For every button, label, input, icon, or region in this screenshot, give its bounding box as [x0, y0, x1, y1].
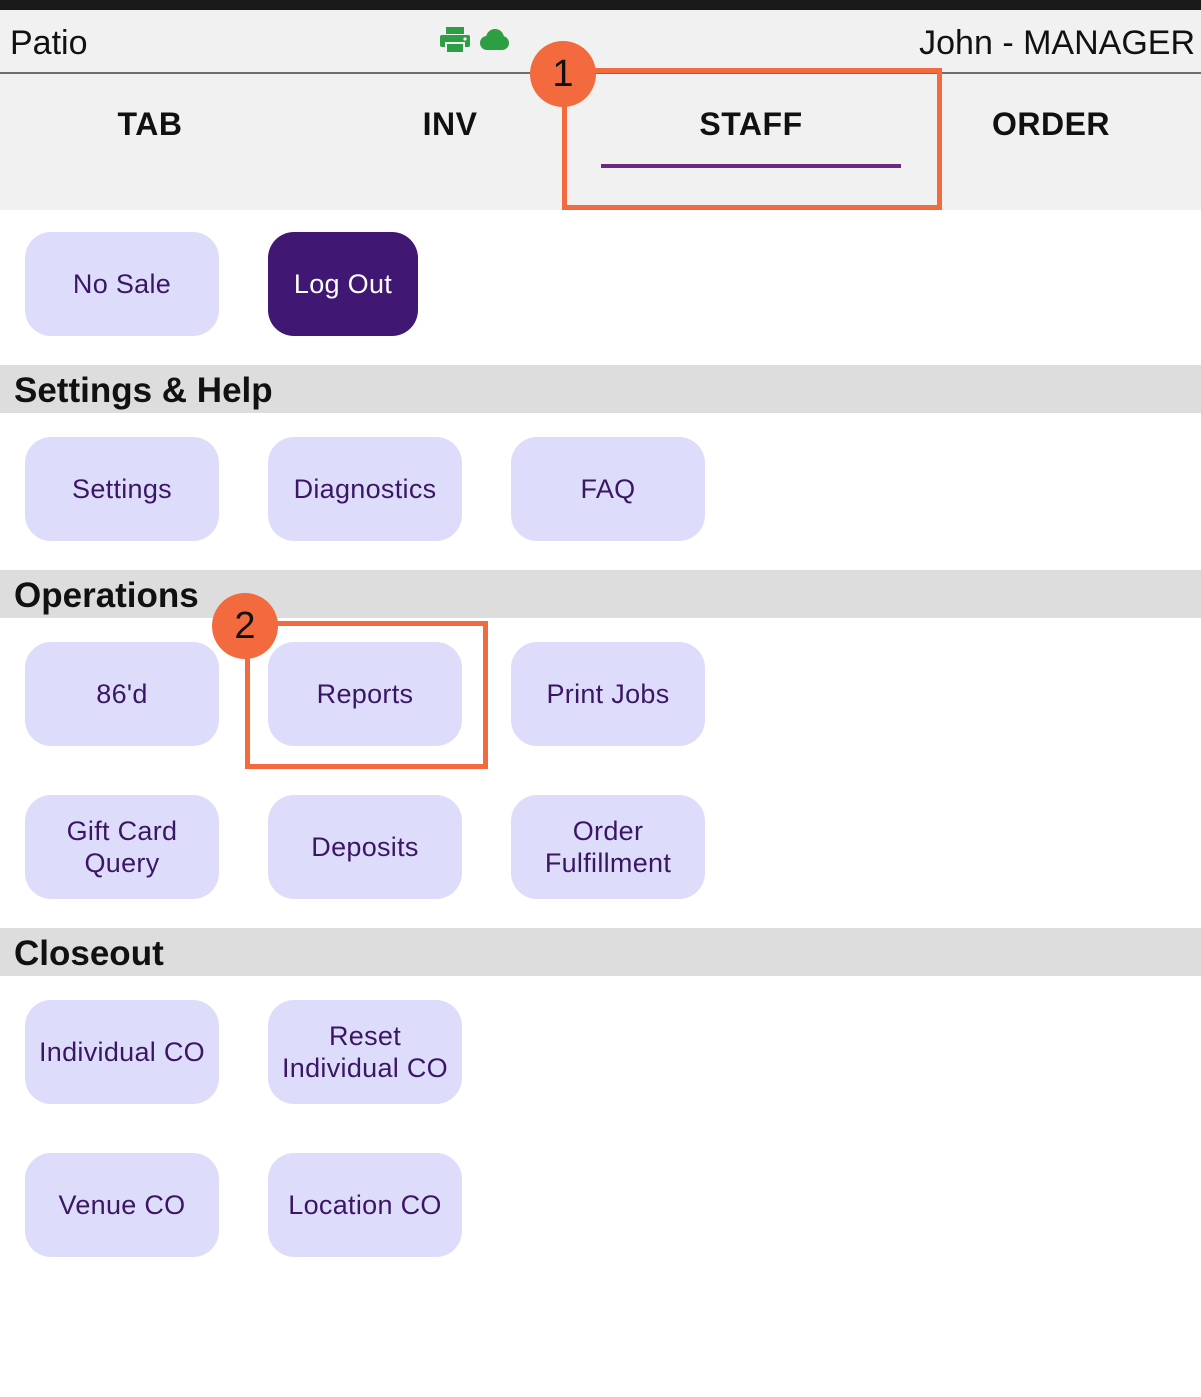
- diagnostics-label: Diagnostics: [293, 474, 437, 504]
- step-number: 1: [552, 52, 574, 95]
- no-sale-label: No Sale: [72, 269, 172, 299]
- diagnostics-button[interactable]: Diagnostics: [268, 437, 462, 541]
- order-fulfillment-label: Order Fulfillment: [544, 816, 672, 878]
- deposits-label: Deposits: [311, 832, 419, 862]
- print-jobs-label: Print Jobs: [546, 679, 670, 709]
- location-co-button[interactable]: Location CO: [268, 1153, 462, 1257]
- section-header-closeout: Closeout: [0, 928, 1201, 976]
- status-icons: [438, 26, 510, 59]
- deposits-button[interactable]: Deposits: [268, 795, 462, 899]
- annotation-highlight-staff-tab: [562, 68, 942, 210]
- annotation-step-2-badge: 2: [212, 593, 278, 659]
- gift-card-query-label: Gift Card Query: [66, 816, 178, 878]
- tab-staff[interactable]: STAFF: [562, 74, 940, 210]
- current-user: John - MANAGER: [919, 24, 1195, 62]
- log-out-button[interactable]: Log Out: [268, 232, 418, 336]
- tab-inv[interactable]: INV: [300, 74, 600, 210]
- tab-label: ORDER: [991, 106, 1111, 142]
- app-header: Patio John - MANAGER: [0, 10, 1201, 74]
- section-header-settings-help: Settings & Help: [0, 365, 1201, 413]
- reset-individual-co-button[interactable]: Reset Individual CO: [268, 1000, 462, 1104]
- section-header-operations: Operations: [0, 570, 1201, 618]
- settings-button[interactable]: Settings: [25, 437, 219, 541]
- venue-co-button[interactable]: Venue CO: [25, 1153, 219, 1257]
- print-jobs-button[interactable]: Print Jobs: [511, 642, 705, 746]
- faq-label: FAQ: [580, 474, 636, 504]
- tab-tab[interactable]: TAB: [0, 74, 300, 210]
- faq-button[interactable]: FAQ: [511, 437, 705, 541]
- reset-individual-co-label: Reset Individual CO: [282, 1021, 448, 1083]
- 86d-label: 86'd: [96, 679, 148, 709]
- tab-label: STAFF: [699, 106, 803, 142]
- reports-button[interactable]: Reports: [268, 642, 462, 746]
- 86d-button[interactable]: 86'd: [25, 642, 219, 746]
- main-tabs: TAB INV STAFF ORDER: [0, 74, 1201, 210]
- log-out-label: Log Out: [293, 269, 393, 299]
- gift-card-query-button[interactable]: Gift Card Query: [25, 795, 219, 899]
- annotation-highlight-reports: [245, 621, 488, 769]
- tab-order[interactable]: ORDER: [901, 74, 1201, 210]
- order-fulfillment-button[interactable]: Order Fulfillment: [511, 795, 705, 899]
- location-co-label: Location CO: [288, 1190, 442, 1220]
- reports-label: Reports: [316, 679, 414, 709]
- annotation-step-1-badge: 1: [530, 41, 596, 107]
- tab-label: TAB: [117, 106, 183, 142]
- venue-co-label: Venue CO: [58, 1190, 186, 1220]
- top-status-bar: [0, 0, 1201, 10]
- location-name: Patio: [10, 24, 88, 62]
- individual-co-button[interactable]: Individual CO: [25, 1000, 219, 1104]
- settings-label: Settings: [72, 474, 172, 504]
- cloud-icon: [476, 28, 510, 57]
- active-tab-indicator: [601, 164, 901, 168]
- no-sale-button[interactable]: No Sale: [25, 232, 219, 336]
- tab-label: INV: [422, 106, 478, 142]
- individual-co-label: Individual CO: [39, 1037, 205, 1067]
- step-number: 2: [234, 604, 256, 647]
- printer-icon: [438, 26, 472, 59]
